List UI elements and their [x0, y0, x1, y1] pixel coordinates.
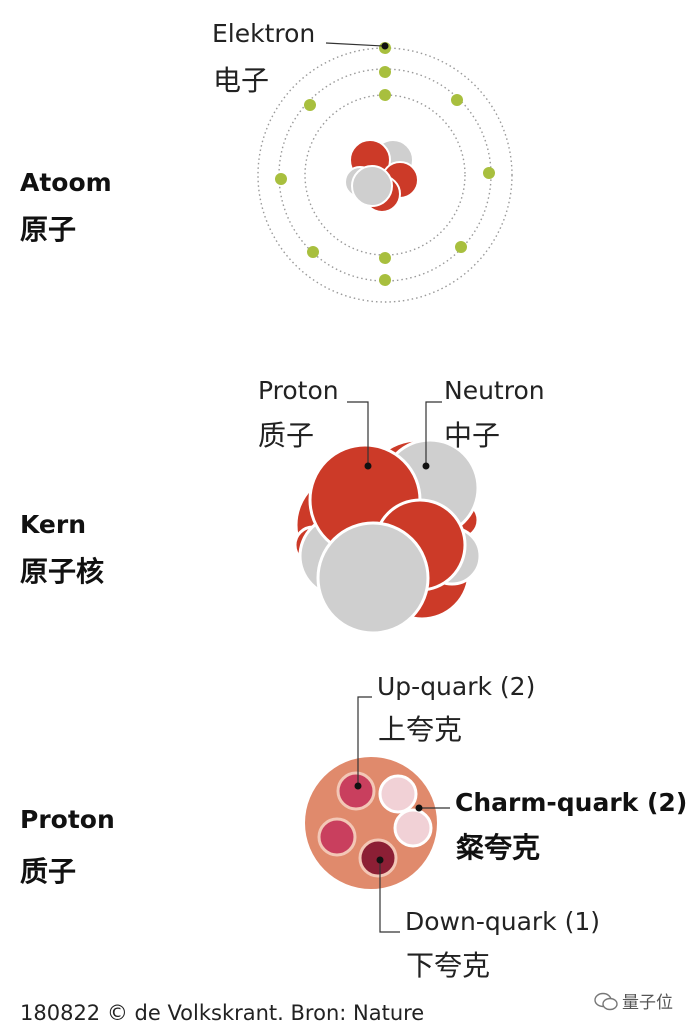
atom-diagram [257, 42, 513, 303]
electron [379, 66, 391, 78]
neutron-callout-zh: 中子 [444, 419, 501, 452]
nucleus-label-zh: 原子核 [20, 555, 105, 588]
proton-callout-zh: 质子 [258, 419, 315, 452]
proton-diagram [305, 757, 437, 889]
electron [379, 274, 391, 286]
electron [275, 173, 287, 185]
neutron-callout-en: Neutron [444, 376, 545, 405]
electron-label-zh: 电子 [213, 64, 270, 97]
electron-leader-line [325, 42, 384, 47]
neutron-leader-dot [422, 462, 430, 470]
electron [379, 89, 391, 101]
up-quark-label-en: Up-quark (2) [377, 672, 536, 701]
proton-leader-dot [364, 462, 372, 470]
proton-callout-en: Proton [258, 376, 339, 405]
electron-label-en: Elektron [212, 19, 316, 48]
down-quark-leader-line [379, 860, 400, 933]
electron [304, 99, 316, 111]
up-quark-label-zh: 上夸克 [378, 713, 463, 746]
electron [379, 252, 391, 264]
nucleus-label-en: Kern [20, 510, 87, 539]
electron-shell-outer [257, 47, 513, 303]
down-quark-leader-dot [376, 856, 384, 864]
charm-quark-leader-dot [415, 804, 423, 812]
nucleus-leaders [347, 401, 442, 470]
electron [455, 241, 467, 253]
proton-leader-line [347, 401, 369, 466]
down-quark-label-zh: 下夸克 [406, 949, 491, 982]
electron [451, 94, 463, 106]
electron-shell-inner [304, 94, 466, 256]
atom-mini-nucleus [344, 139, 419, 213]
up-quark [317, 817, 357, 857]
up-quark [336, 771, 376, 811]
charm-quark-label-zh: 粲夸克 [456, 831, 541, 864]
source-credit: 180822 © de Volkskrant. Bron: Nature [20, 1001, 425, 1025]
proton-label-en: Proton [20, 805, 115, 834]
electron [483, 167, 495, 179]
electron-leader-dot [381, 42, 389, 50]
nucleus-diagram [293, 438, 482, 635]
proton-leaders [354, 696, 450, 933]
up-quark-leader-line [357, 696, 372, 786]
watermark-text: 量子位 [622, 993, 673, 1013]
wechat-icon [594, 992, 618, 1011]
atom-label-en: Atoom [20, 168, 112, 197]
atom-label-zh: 原子 [20, 213, 77, 246]
neutron-leader-line [425, 401, 442, 466]
up-quark-leader-dot [354, 782, 362, 790]
charm-quark [378, 774, 418, 814]
charm-quark [393, 808, 433, 848]
proton-label-zh: 质子 [20, 855, 77, 888]
down-quark-label-en: Down-quark (1) [405, 907, 601, 936]
charm-quark-label-en: Charm-quark (2) [455, 788, 688, 817]
electron [307, 246, 319, 258]
